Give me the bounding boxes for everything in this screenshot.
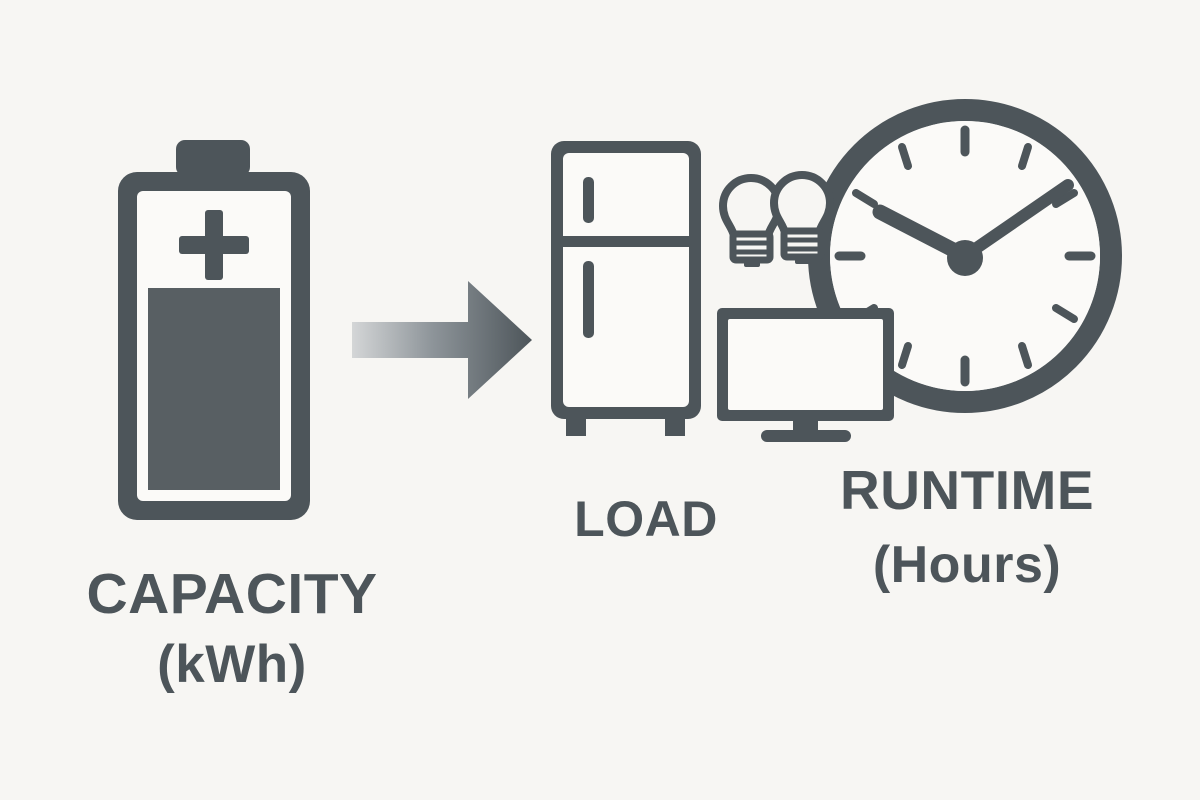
refrigerator-fridge-handle: [583, 261, 594, 338]
refrigerator-freezer-handle: [583, 177, 594, 223]
television-stand-base: [761, 430, 851, 442]
clock-minute-hand: [959, 179, 1074, 262]
capacity-label-secondary: (kWh): [157, 635, 307, 694]
lightbulb-icon: [719, 174, 783, 267]
refrigerator-door-divider: [563, 236, 689, 247]
lightbulb-1-backdrop: [723, 178, 779, 236]
lightbulb-2-contact: [795, 255, 811, 264]
runtime-label-secondary: (Hours): [873, 536, 1061, 594]
clock-center-hub: [947, 240, 983, 276]
clock-icon: [808, 99, 1122, 413]
lightbulb-icon: [770, 171, 834, 264]
refrigerator-leg-left: [566, 419, 586, 436]
battery-icon: [118, 140, 310, 520]
refrigerator-leg-right: [665, 419, 685, 436]
capacity-label-primary: CAPACITY: [86, 562, 377, 626]
refrigerator-body-inner: [563, 153, 689, 407]
battery-terminal: [176, 140, 250, 176]
battery-charge-fill: [148, 288, 280, 490]
television-icon: [717, 308, 894, 442]
television-screen: [728, 319, 883, 410]
right-arrow-icon: [352, 281, 532, 399]
plus-icon: [179, 210, 249, 280]
arrow-shape: [352, 281, 532, 399]
lightbulb-2-backdrop: [774, 175, 830, 233]
lightbulb-2-glass: [770, 171, 834, 237]
lightbulb-1-contact: [744, 258, 760, 267]
runtime-label-primary: RUNTIME: [840, 459, 1094, 521]
load-label-primary: LOAD: [574, 491, 718, 547]
refrigerator-icon: [551, 141, 701, 436]
